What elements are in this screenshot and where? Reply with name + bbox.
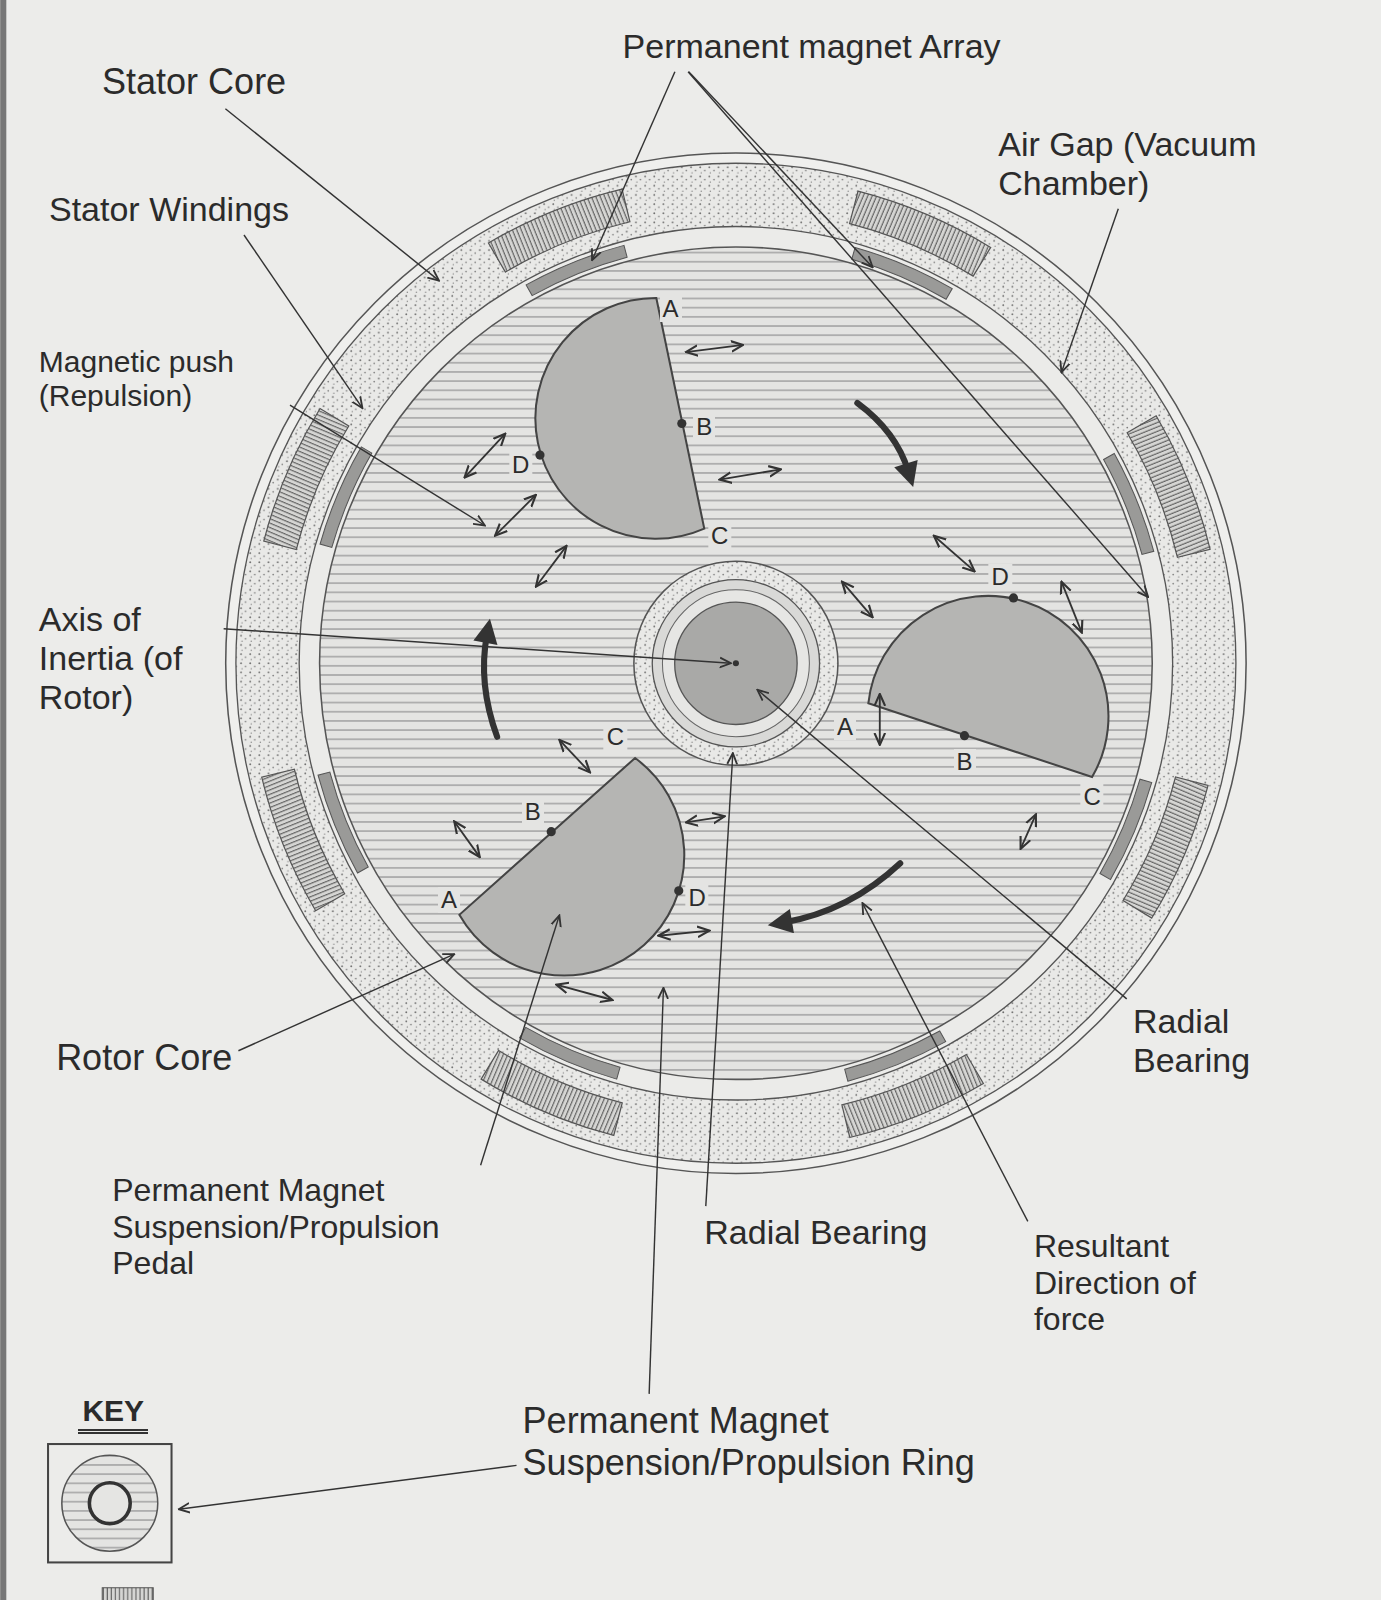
part-label: Radial Bearing bbox=[704, 1213, 927, 1252]
part-label: Axis of Inertia (of Rotor) bbox=[39, 600, 218, 717]
leader-line bbox=[649, 988, 663, 1394]
leader-line bbox=[224, 629, 731, 664]
leader-line bbox=[757, 690, 1126, 999]
leader-line bbox=[290, 405, 485, 525]
point-letter: C bbox=[1080, 784, 1103, 810]
key-icon bbox=[46, 1442, 174, 1564]
leader-line bbox=[689, 72, 873, 268]
part-label: Magnetic push (Repulsion) bbox=[39, 345, 284, 414]
leader-line bbox=[1061, 209, 1118, 373]
magnet-array bbox=[315, 242, 1157, 1084]
point-letter: D bbox=[685, 885, 708, 911]
leader-line bbox=[481, 915, 560, 1165]
leader-line bbox=[179, 1465, 517, 1509]
rotor-core bbox=[320, 247, 1153, 1080]
pedal-points bbox=[535, 419, 1018, 896]
part-label: Air Gap (Vacuum Chamber) bbox=[998, 125, 1355, 203]
stator-outline bbox=[226, 153, 1246, 1173]
leader-line bbox=[862, 903, 1027, 1221]
part-label: Permanent magnet Array bbox=[623, 27, 1001, 66]
part-label: Radial Bearing bbox=[1133, 1002, 1296, 1080]
page-edge bbox=[0, 0, 6, 1600]
key-rotor bbox=[62, 1456, 158, 1552]
key-heading: KEY bbox=[78, 1394, 148, 1434]
leader-line bbox=[592, 72, 675, 260]
leader-line bbox=[238, 954, 454, 1051]
leader-lines bbox=[179, 72, 1148, 1509]
key-box: KEY bbox=[46, 1394, 181, 1564]
point-letter: C bbox=[604, 724, 627, 750]
leader-line bbox=[244, 235, 362, 408]
radial-bearing bbox=[634, 561, 838, 765]
point-letter: B bbox=[522, 799, 544, 825]
point-letter: A bbox=[660, 296, 682, 322]
part-label: Stator Core bbox=[102, 61, 286, 102]
part-label: Permanent Magnet Suspension/Propulsion R… bbox=[523, 1400, 1095, 1483]
air-gap bbox=[299, 227, 1172, 1100]
stator bbox=[226, 153, 1246, 1173]
point-letter: D bbox=[509, 452, 532, 478]
part-label: Rotor Core bbox=[56, 1037, 232, 1078]
point-letter: B bbox=[954, 749, 976, 775]
point-letter: D bbox=[989, 564, 1012, 590]
rotation-arrows bbox=[484, 403, 908, 922]
point-letter: C bbox=[708, 523, 731, 549]
stator-core bbox=[236, 163, 1236, 1163]
key-frame bbox=[48, 1444, 171, 1562]
part-label: Permanent Magnet Suspension/Propulsion P… bbox=[112, 1172, 515, 1282]
repulsion-arrows bbox=[454, 345, 1082, 1000]
part-label: Stator Windings bbox=[49, 190, 289, 229]
point-letter: A bbox=[834, 714, 856, 740]
stator-windings bbox=[257, 184, 1215, 1142]
part-label: Resultant Direction of force bbox=[1034, 1228, 1264, 1338]
point-letter: A bbox=[438, 887, 460, 913]
key-ring bbox=[89, 1483, 130, 1524]
pedals bbox=[435, 298, 1152, 1020]
leader-line bbox=[706, 753, 733, 1206]
winding-key-sample bbox=[102, 1588, 153, 1600]
point-letter: B bbox=[693, 414, 715, 440]
